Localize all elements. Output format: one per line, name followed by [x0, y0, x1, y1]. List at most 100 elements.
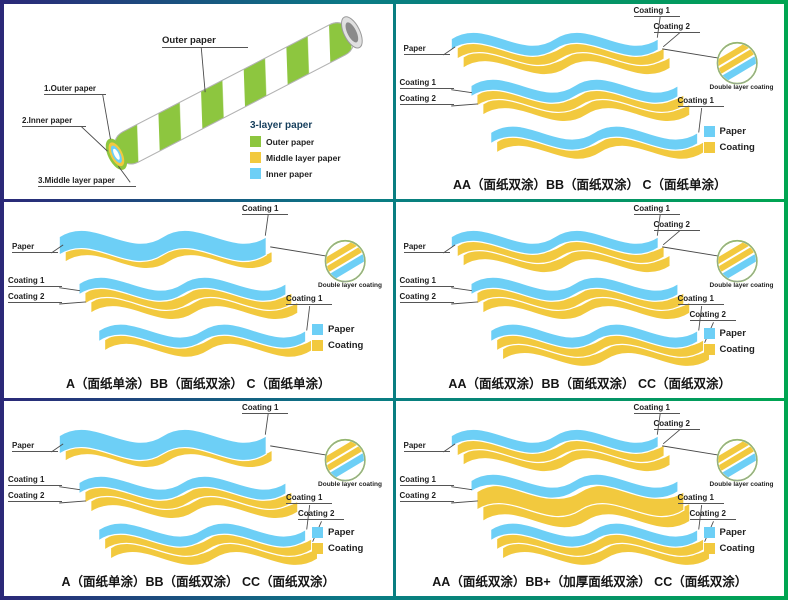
sheet-middle — [78, 475, 299, 519]
legend-paper-label: Paper — [328, 324, 355, 336]
leader-line — [662, 32, 680, 48]
leader-line — [306, 504, 311, 530]
sheet-bottom — [98, 522, 319, 566]
leader-line — [118, 166, 131, 183]
straw-legend: 3-layer paper Outer paper Middle layer p… — [250, 120, 341, 184]
legend-paper-swatch — [312, 526, 323, 538]
leader-line — [59, 500, 86, 504]
legend-outer-paper-label: Outer paper — [266, 136, 315, 147]
label-coating-1: Coating 1 — [8, 276, 62, 288]
leader-line — [697, 107, 702, 133]
wave-svg — [51, 412, 393, 566]
magnifier-label: Double layer coating — [709, 84, 774, 91]
label-paper: Paper — [12, 242, 58, 254]
leader-line — [450, 89, 472, 94]
magnifier-detail — [316, 433, 374, 488]
legend-paper-label: Paper — [719, 526, 746, 538]
magnifier-detail — [708, 433, 766, 488]
magnifier-label: Double layer coating — [318, 480, 382, 488]
wave-diagram: Paper Coating 1 Coating 2 Coating 1 Coat… — [396, 401, 785, 572]
caption: AA（面纸双涂）BB（面纸双涂） CC（面纸双涂） — [448, 376, 732, 391]
caption: A（面纸单涂）BB（面纸双涂） CC（面纸双涂） — [61, 574, 336, 589]
label-top-coating-2: Coating 2 — [653, 419, 700, 430]
label-outer-paper: Outer paper — [162, 35, 248, 48]
leader-line — [442, 443, 455, 453]
straw-svg — [80, 16, 363, 183]
label-3-middle-layer-paper: 3.Middle layer paper — [38, 176, 136, 187]
legend-coating-label: Coating — [719, 142, 755, 153]
legend: Paper Coating — [703, 526, 755, 559]
sheet-top — [58, 428, 273, 468]
legend: Paper Coating — [703, 126, 755, 158]
leader-line — [661, 48, 719, 59]
legend-paper-swatch — [703, 526, 715, 538]
legend: Paper Coating — [312, 324, 363, 356]
legend-coating-swatch — [703, 542, 715, 554]
legend-paper-swatch — [312, 324, 323, 336]
leader-line — [656, 16, 661, 38]
caption: A（面纸单涂）BB（面纸双涂） C（面纸单涂） — [65, 376, 331, 391]
leader-line — [656, 214, 661, 237]
sheet-bottom — [489, 522, 710, 566]
label-coating-1: Coating 1 — [399, 276, 454, 288]
label-top-coating-1: Coating 1 — [633, 204, 680, 216]
wave-diagram: Paper Coating 1 Coating 2 Coating 1 Coat… — [396, 4, 785, 175]
leader-line — [450, 485, 472, 490]
label-coating-1: Coating 1 — [399, 78, 454, 89]
leader-line — [656, 412, 661, 435]
label-paper: Paper — [12, 441, 58, 452]
leader-line — [270, 246, 327, 257]
panel-a-bb-c: Paper Coating 1 Coating 2 Coating 1 Coat… — [4, 202, 393, 398]
leader-line — [697, 504, 702, 530]
legend-paper-label: Paper — [719, 328, 746, 340]
panel-straw-overview: Outer paper 1.Outer paper 2.Inner paper … — [4, 4, 393, 200]
leader-line — [697, 306, 702, 331]
legend-paper-swatch — [703, 328, 715, 340]
panel-aa-bb-cc: Paper Coating 1 Coating 2 Coating 1 Coat… — [395, 202, 785, 398]
label-top-coating-1: Coating 1 — [633, 6, 680, 17]
magnifier-detail — [708, 36, 766, 91]
legend-inner-paper-label: Inner paper — [266, 168, 313, 179]
magnifier-detail — [708, 234, 766, 289]
label-top-coating-2: Coating 2 — [653, 22, 700, 33]
label-coating-2: Coating 2 — [8, 292, 62, 304]
sheet-middle — [469, 276, 690, 321]
straw-diagram: Outer paper 1.Outer paper 2.Inner paper … — [4, 4, 393, 199]
sheet-bottom — [489, 125, 704, 160]
legend-paper-label: Paper — [328, 526, 355, 538]
label-right-coating-1: Coating 1 — [677, 493, 724, 504]
leader-line — [442, 46, 455, 56]
label-paper: Paper — [403, 242, 450, 254]
label-right-coating-2: Coating 2 — [689, 310, 736, 322]
leader-line — [59, 301, 86, 305]
leader-line — [662, 230, 680, 246]
wave-svg — [442, 412, 785, 566]
label-right-coating-1: Coating 1 — [677, 96, 724, 107]
leader-line — [59, 287, 80, 292]
leader-line — [270, 445, 327, 456]
label-top-coating-1: Coating 1 — [242, 204, 288, 216]
panel-a-bb-cc: Paper Coating 1 Coating 2 Coating 1 Coat… — [4, 400, 393, 596]
caption: AA（面纸双涂）BB（面纸双涂） C（面纸单涂） — [452, 178, 727, 193]
label-right-coating-1: Coating 1 — [677, 294, 724, 306]
label-paper: Paper — [403, 44, 450, 55]
label-right-coating-2: Coating 2 — [689, 509, 736, 520]
leader-line — [264, 412, 269, 435]
legend: Paper Coating — [312, 526, 363, 559]
wave-diagram: Paper Coating 1 Coating 2 Coating 1 Coat… — [396, 202, 785, 373]
sheet-top — [450, 31, 671, 76]
label-top-coating-1: Coating 1 — [242, 403, 288, 414]
label-coating-1: Coating 1 — [399, 475, 454, 486]
label-top-coating-2: Coating 2 — [653, 220, 700, 232]
legend-paper-label: Paper — [719, 126, 746, 137]
magnifier-label: Double layer coating — [709, 480, 774, 488]
legend-coating-swatch — [312, 340, 323, 352]
sheet-bottom — [98, 323, 313, 359]
wave-svg — [51, 214, 393, 359]
leader-line — [264, 214, 269, 237]
legend-coating-label: Coating — [328, 340, 364, 352]
sheet-middle-thick — [469, 473, 690, 529]
leader-line — [200, 47, 206, 93]
label-1-outer-paper: 1.Outer paper — [44, 84, 106, 95]
